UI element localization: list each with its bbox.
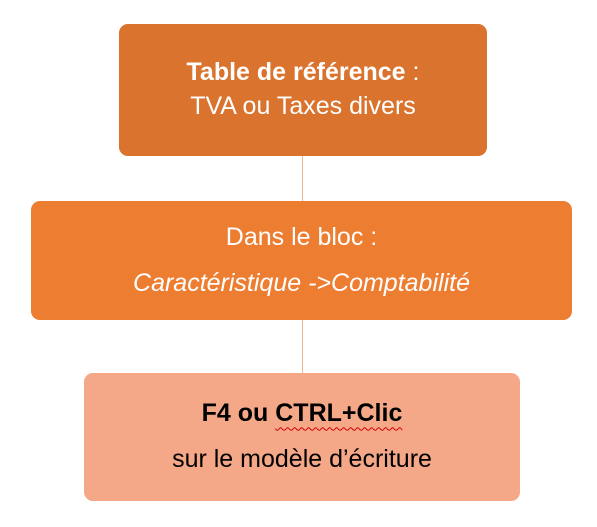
reference-table-title-colon: : [405,58,420,87]
block-location-label: Dans le bloc : [225,222,378,251]
shortcut-keys: F4 ou CTRL+Clic [202,397,403,431]
reference-table-title-bold: Table de référence [186,58,406,87]
block-location-path: Caractéristique ->Comptabilité [133,268,470,297]
block-location-box: Dans le bloc : Caractéristique ->Comptab… [31,201,572,320]
shortcut-box: F4 ou CTRL+Clic sur le modèle d’écriture [84,373,520,501]
shortcut-ctrl-click: CTRL+Clic [275,399,403,428]
reference-table-title: Table de référence : [187,56,420,90]
reference-table-box: Table de référence : TVA ou Taxes divers [119,24,487,156]
shortcut-f4: F4 ou [201,399,276,428]
reference-table-subtitle: TVA ou Taxes divers [190,92,416,120]
shortcut-target: sur le modèle d’écriture [172,445,432,473]
connector-line-bottom [302,320,303,373]
connector-line-top [302,156,303,201]
